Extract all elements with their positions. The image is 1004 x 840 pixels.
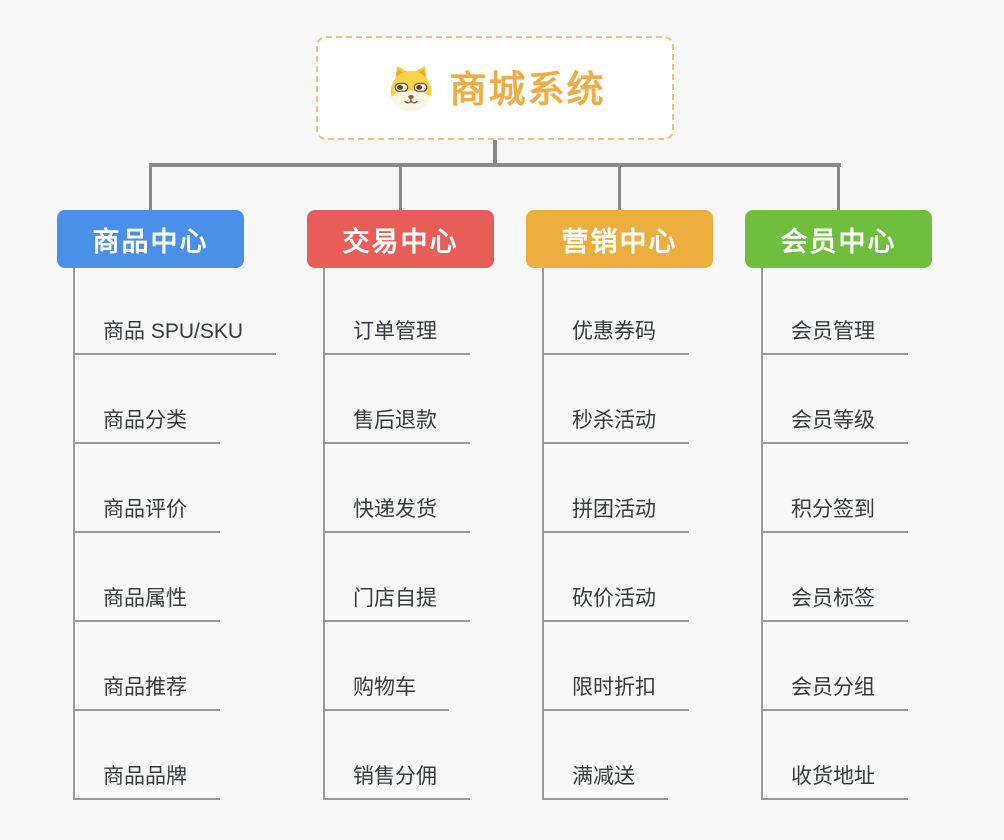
branch-label: 交易中心 — [342, 226, 459, 257]
child-node[interactable]: 商品属性 — [73, 582, 220, 622]
child-node[interactable]: 拼团活动 — [542, 493, 689, 533]
child-node[interactable]: 商品品牌 — [73, 760, 220, 800]
child-node[interactable]: 商品评价 — [73, 493, 220, 533]
child-node[interactable]: 收货地址 — [761, 760, 908, 800]
branch-node[interactable]: 商品中心 — [57, 210, 244, 268]
branch-label: 营销中心 — [561, 226, 678, 257]
child-node[interactable]: 会员管理 — [761, 315, 908, 355]
child-node[interactable]: 会员分组 — [761, 671, 908, 711]
branch-node[interactable]: 交易中心 — [307, 210, 494, 268]
branch-spine-line — [761, 268, 763, 800]
child-node[interactable]: 秒杀活动 — [542, 404, 689, 444]
child-node[interactable]: 商品推荐 — [73, 671, 220, 711]
dog-face-icon — [385, 62, 437, 114]
child-node[interactable]: 购物车 — [323, 671, 449, 711]
child-node[interactable]: 门店自提 — [323, 582, 470, 622]
connector-line — [148, 163, 841, 167]
root-label: 商城系统 — [449, 68, 606, 110]
connector-line — [148, 165, 152, 210]
branch-spine-line — [542, 268, 544, 800]
child-node[interactable]: 积分签到 — [761, 493, 908, 533]
child-node[interactable]: 满减送 — [542, 760, 668, 800]
connector-line — [617, 165, 621, 210]
connector-line — [836, 165, 840, 210]
child-node[interactable]: 商品分类 — [73, 404, 220, 444]
root-node[interactable]: 商城系统 — [316, 36, 674, 140]
connector-line — [398, 165, 402, 210]
branch-node[interactable]: 会员中心 — [745, 210, 932, 268]
branch-spine-line — [323, 268, 325, 800]
child-node[interactable]: 优惠券码 — [542, 315, 689, 355]
child-node[interactable]: 限时折扣 — [542, 671, 689, 711]
branch-spine-line — [73, 268, 75, 800]
connector-line — [493, 140, 497, 167]
child-node[interactable]: 快递发货 — [323, 493, 470, 533]
child-node[interactable]: 会员等级 — [761, 404, 908, 444]
child-node[interactable]: 商品 SPU/SKU — [73, 315, 277, 355]
branch-label: 会员中心 — [780, 226, 897, 257]
child-node[interactable]: 订单管理 — [323, 315, 470, 355]
branch-node[interactable]: 营销中心 — [526, 210, 713, 268]
child-node[interactable]: 售后退款 — [323, 404, 470, 444]
branch-label: 商品中心 — [92, 226, 209, 257]
child-node[interactable]: 砍价活动 — [542, 582, 689, 622]
child-node[interactable]: 会员标签 — [761, 582, 908, 622]
child-node[interactable]: 销售分佣 — [323, 760, 470, 800]
